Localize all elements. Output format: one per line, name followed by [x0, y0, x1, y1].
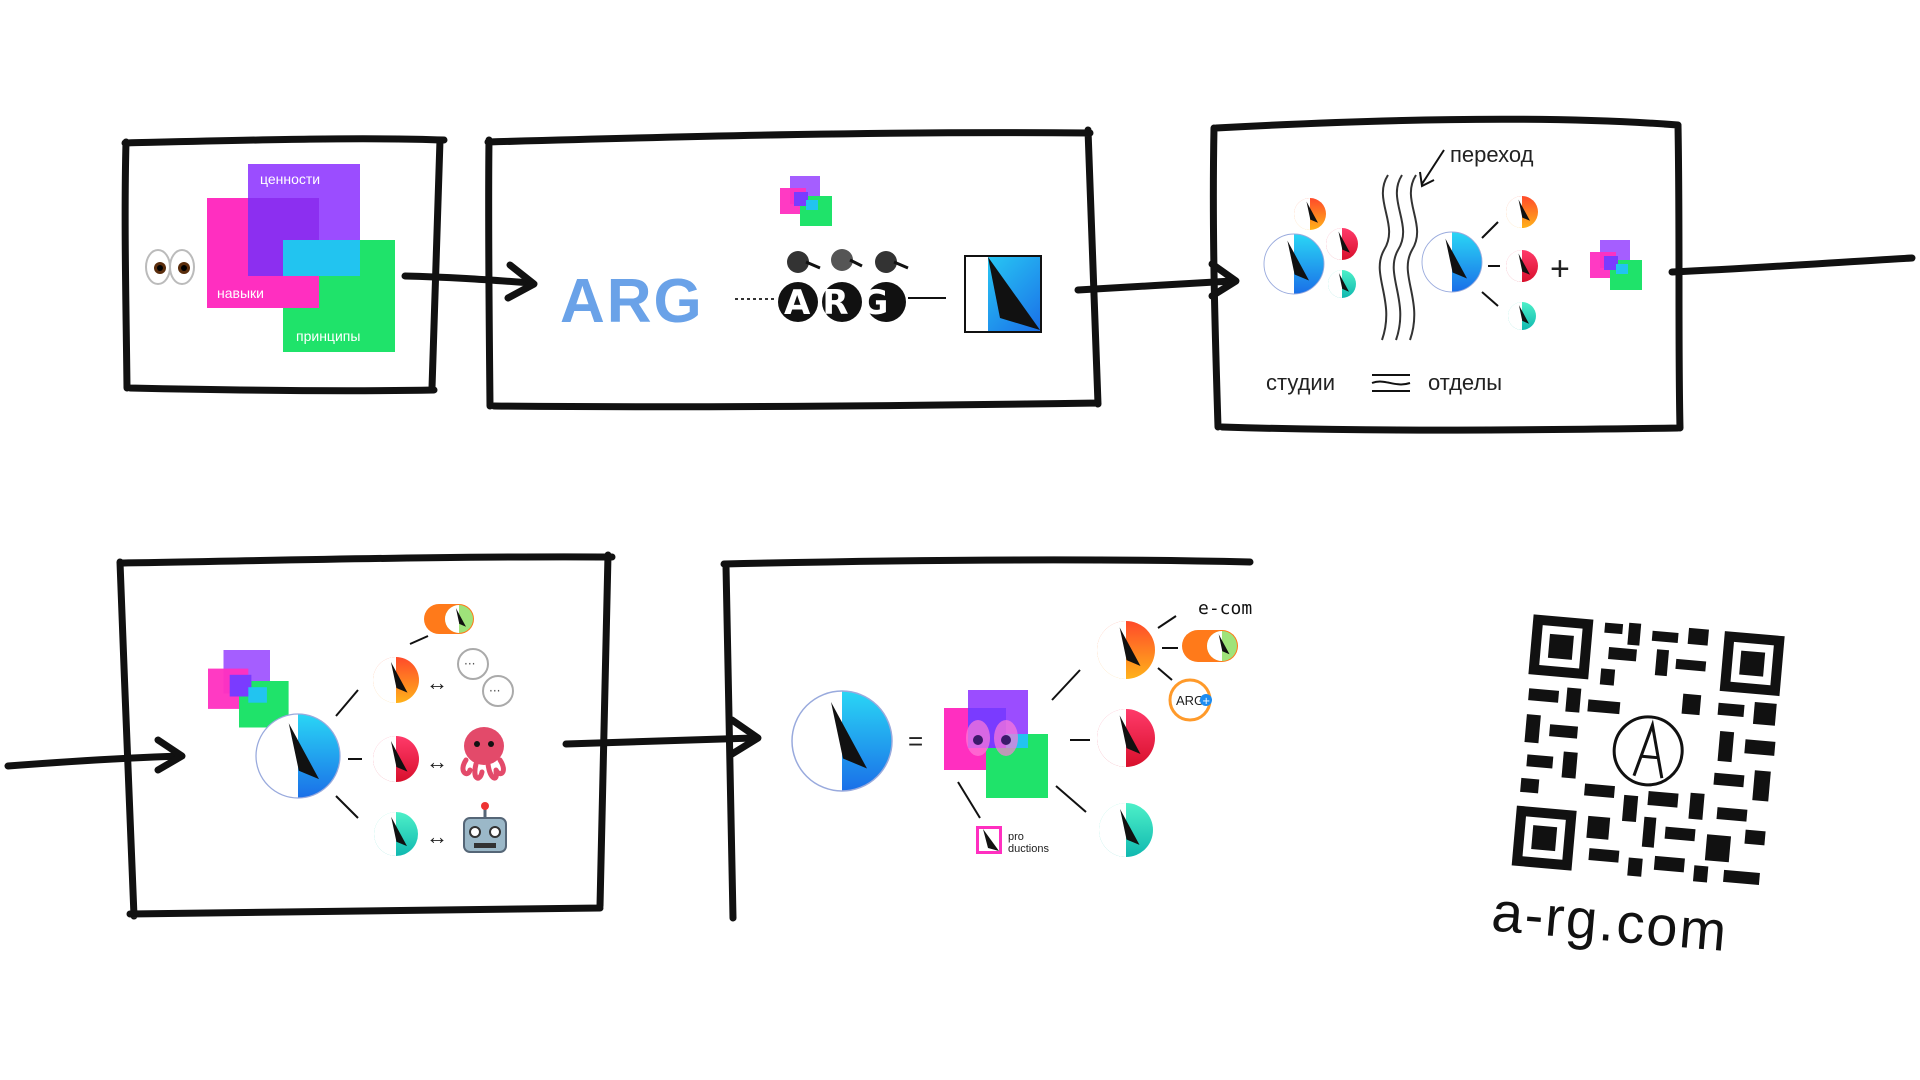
label-departments: отделы — [1428, 370, 1502, 395]
panel-4-frame — [120, 555, 612, 916]
arg-logo-text: ARG — [560, 267, 704, 336]
label-productions-1: pro — [1008, 831, 1024, 843]
plus-sign: + — [1550, 250, 1570, 288]
svg-text:+: + — [1202, 696, 1210, 707]
productions-mark: pro ductions — [976, 826, 1049, 855]
toggle-ecom-icon — [1182, 630, 1238, 662]
transition-waves — [1380, 175, 1417, 340]
toggle-orange-icon — [424, 604, 474, 634]
arg-square-logo — [965, 256, 1041, 332]
studios-cluster — [1264, 198, 1358, 298]
label-principles: принципы — [296, 328, 360, 344]
teal-department-logo — [1099, 803, 1153, 857]
brand-mark-with-eyes — [944, 690, 1048, 798]
speech-bubbles-icon: ··· ··· — [458, 649, 513, 706]
arrow-3-out — [1672, 258, 1912, 272]
ecom-department-logo — [1097, 621, 1155, 679]
panel-2: ARG ARG — [488, 130, 1098, 407]
brand-mark-small — [780, 176, 832, 226]
brand-mark-panel3 — [1590, 240, 1642, 290]
panel-4: ↔ ↔ ↔ ··· ··· — [120, 555, 612, 916]
label-ecom: e-com — [1198, 598, 1252, 619]
main-logo — [792, 691, 892, 791]
red-department-logo — [1097, 709, 1155, 767]
swap-arrow-2: ↔ — [426, 749, 448, 774]
brand-mark-panel4 — [208, 650, 289, 728]
octopus-icon — [463, 727, 504, 778]
swap-arrow-1: ↔ — [426, 670, 448, 695]
departments-cluster — [1422, 196, 1538, 330]
panel-1: ценности навыки принципы — [125, 139, 444, 391]
equivalence-icon — [1372, 375, 1410, 391]
panel-5: = pro ductions e-com — [724, 560, 1252, 918]
label-productions-2: ductions — [1008, 843, 1049, 855]
values-skills-principles-squares — [207, 164, 395, 352]
label-values: ценности — [260, 171, 320, 187]
equals-sign: = — [908, 726, 923, 756]
swap-arrow-3: ↔ — [426, 824, 448, 849]
label-transition: переход — [1450, 142, 1534, 167]
arrow-into-4 — [8, 740, 182, 770]
arg-plus-badge: ARG + — [1170, 680, 1212, 720]
sketch-logo-text: ARG — [784, 283, 900, 323]
robot-icon — [464, 802, 506, 852]
svg-text:···: ··· — [489, 684, 500, 698]
label-arg-badge: ARG — [1176, 693, 1204, 708]
svg-text:···: ··· — [464, 657, 475, 671]
vulture-sketch-logo: ARG — [778, 249, 908, 323]
qr-code[interactable] — [1507, 610, 1789, 892]
arrow-1-2 — [405, 265, 534, 298]
departments-tree — [256, 604, 474, 856]
panel-3: переход + студии от — [1213, 119, 1680, 430]
eyes-icon — [146, 250, 194, 284]
label-skills: навыки — [217, 285, 264, 301]
qr-url-text[interactable]: a-rg.com — [1489, 880, 1731, 963]
label-studios: студии — [1266, 370, 1335, 395]
